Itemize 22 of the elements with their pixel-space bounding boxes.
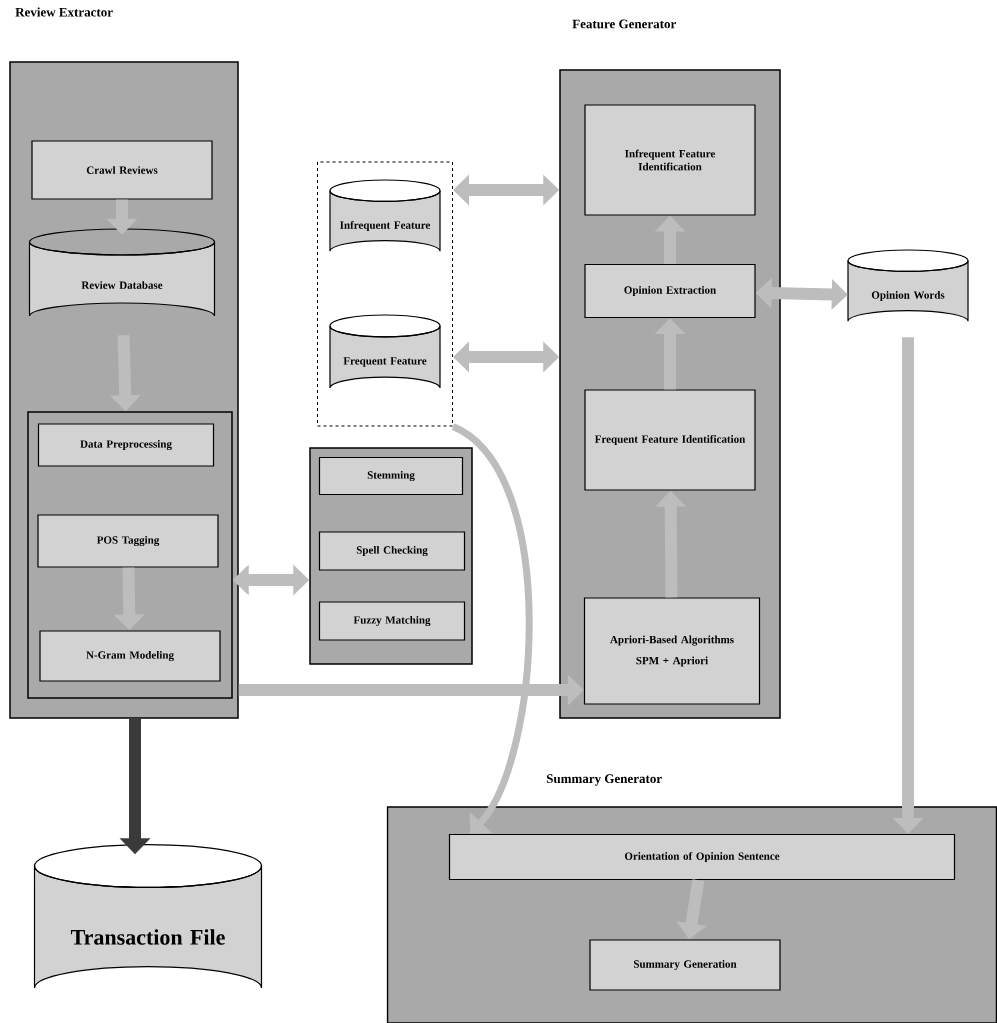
panel-heading: Review Extractor (15, 7, 113, 17)
panel-heading: Feature Generator (572, 19, 676, 29)
process-box: Spell Checking (318, 531, 466, 571)
process-box: Summary Generation (589, 939, 781, 991)
database-cylinder: Frequent Feature (329, 314, 441, 389)
process-box: POS Tagging (37, 514, 219, 568)
database-cylinder: Review Database (28, 228, 216, 317)
database-cylinder: Infrequent Feature (329, 179, 441, 252)
process-box: Opinion Extraction (584, 263, 756, 319)
process-box: Apriori-Based Algorithms SPM + Apriori (583, 597, 761, 705)
database-cylinder: Opinion Words (847, 249, 969, 322)
process-box: Infrequent Feature Identification (584, 104, 756, 216)
process-box: Orientation of Opinion Sentence (448, 833, 956, 881)
process-box: Data Preprocessing (37, 423, 215, 467)
process-box: Fuzzy Matching (318, 601, 466, 641)
database-cylinder: Transaction File (33, 844, 263, 989)
process-box: Crawl Reviews (31, 140, 213, 200)
process-box: Stemming (318, 456, 464, 496)
panel-heading: Summary Generator (546, 774, 662, 786)
process-box: Frequent Feature Identification (584, 389, 756, 491)
process-box: N-Gram Modeling (39, 630, 221, 682)
arrow (451, 423, 533, 834)
